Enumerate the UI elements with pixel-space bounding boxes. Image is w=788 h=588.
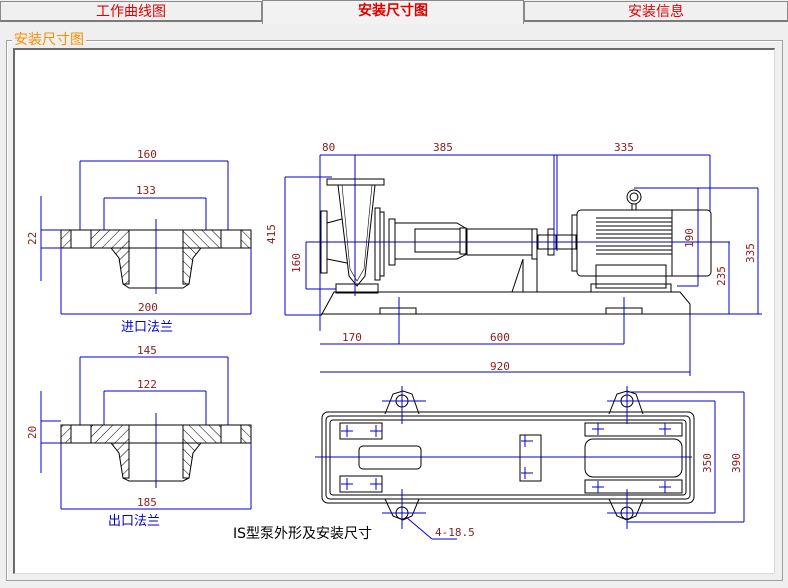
total-height-dim: 415 <box>265 224 278 244</box>
pump-drawing: 160 133 200 22 进口法兰 145 122 185 20 出口法兰 <box>26 141 762 542</box>
base-shaft-height-dim: 235 <box>715 266 728 286</box>
side-view-dimensions <box>284 154 762 376</box>
inlet-outer-dim: 200 <box>138 301 158 314</box>
outlet-outer-dim: 185 <box>137 496 157 509</box>
inlet-raised-face-dim: 133 <box>136 184 156 197</box>
tab-installation-dimensions[interactable]: 安装尺寸图 <box>262 0 524 24</box>
pump-side-view <box>320 178 712 315</box>
tab-performance-curve[interactable]: 工作曲线图 <box>0 1 262 22</box>
drawing-title: IS型泵外形及安装尺寸 <box>233 526 372 542</box>
suction-offset-dim: 80 <box>322 141 335 154</box>
base-foot-offset-dim: 170 <box>342 331 362 344</box>
motor-height-dim: 190 <box>683 228 696 248</box>
installation-dimensions-group <box>6 40 783 581</box>
tab-bar: 工作曲线图 安装尺寸图 安装信息 <box>0 0 788 24</box>
tab-installation-info[interactable]: 安装信息 <box>524 1 788 22</box>
base-length-dim: 920 <box>490 360 510 373</box>
foot-spacing-dim: 600 <box>490 331 510 344</box>
group-legend: 安装尺寸图 <box>12 31 86 49</box>
inlet-flange-caption: 进口法兰 <box>121 320 173 335</box>
pump-plan-view <box>321 390 695 521</box>
pump-shaft-height-dim: 160 <box>290 253 303 273</box>
outlet-thickness-dim: 20 <box>26 426 39 439</box>
motor-top-height-dim: 335 <box>744 243 757 263</box>
outlet-bolt-circle-dim: 145 <box>137 344 157 357</box>
pump-to-coupling-dim: 385 <box>433 141 453 154</box>
base-width-dim: 390 <box>730 453 743 473</box>
inlet-flange <box>60 229 252 289</box>
plan-view-dimensions <box>315 386 745 540</box>
foot-holes-dim: 4-18.5 <box>435 526 475 539</box>
inlet-thickness-dim: 22 <box>26 232 39 245</box>
coupling-to-motor-end-dim: 335 <box>614 141 634 154</box>
inlet-bolt-circle-dim: 160 <box>137 148 157 161</box>
drawing-canvas: 160 133 200 22 进口法兰 145 122 185 20 出口法兰 <box>13 48 775 574</box>
inlet-flange-dimensions <box>40 160 252 315</box>
outlet-flange-caption: 出口法兰 <box>108 514 160 529</box>
outlet-flange-dimensions <box>40 356 252 510</box>
foot-hole-spacing-dim: 350 <box>701 453 714 473</box>
outlet-raised-face-dim: 122 <box>137 378 157 391</box>
